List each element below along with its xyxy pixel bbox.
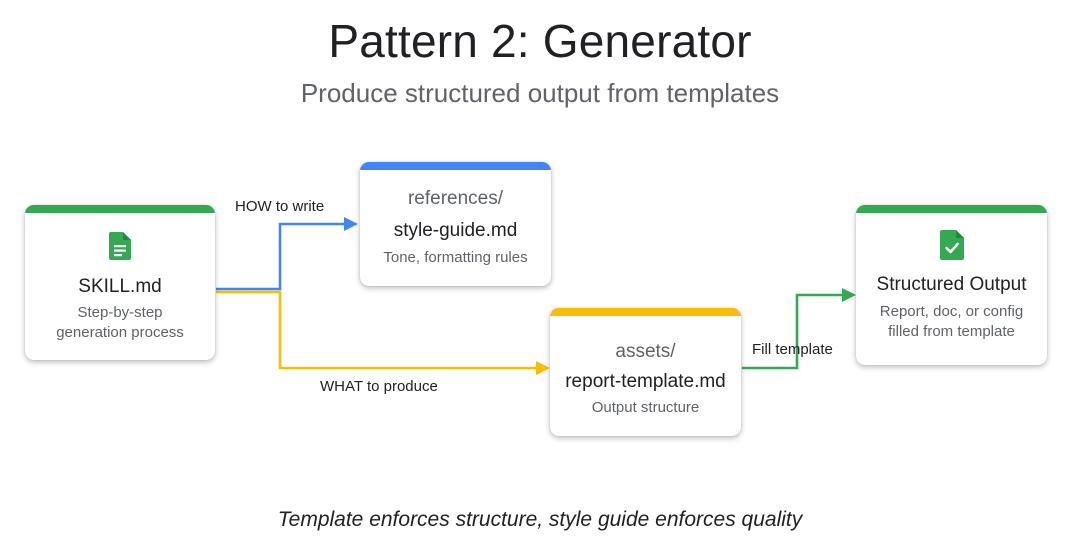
style-guide-card-desc: Tone, formatting rules: [383, 249, 528, 266]
structured-output-card-desc-line1: Report, doc, or config: [879, 303, 1024, 320]
style-guide-card-folder: references/: [407, 188, 504, 209]
structured-output-card: Structured Output Report, doc, or config…: [856, 205, 1047, 365]
structured-output-card-accent-bar: [856, 205, 1047, 213]
fill-template-arrow-line: [742, 293, 842, 370]
report-template-card: assets/ report-template.md Output struct…: [550, 308, 741, 436]
style-guide-card-accent-bar: [360, 162, 551, 170]
style-guide-card-name: style-guide.md: [393, 220, 518, 241]
how-to-write-arrow-line: [216, 222, 344, 291]
diagram-footer: Template enforces structure, style guide…: [277, 508, 803, 531]
diagram-title: Pattern 2: Generator: [328, 15, 752, 67]
document-icon: [109, 232, 131, 260]
skill-card-desc-line1: Step-by-step: [77, 304, 163, 321]
skill-card-name: SKILL.md: [78, 276, 162, 297]
how-to-write-arrowhead: [344, 217, 358, 231]
what-to-produce-arrow-line: [216, 290, 536, 370]
fill-template-arrowhead: [842, 288, 856, 302]
structured-output-card-desc-line2: filled from template: [888, 323, 1015, 340]
what-to-produce-arrowhead: [536, 361, 550, 375]
how-to-write-label: HOW to write: [235, 198, 325, 215]
skill-card: SKILL.md Step-by-step generation process: [25, 205, 215, 360]
structured-output-card-name: Structured Output: [876, 274, 1027, 295]
style-guide-card: references/ style-guide.md Tone, formatt…: [360, 162, 551, 286]
report-template-card-accent-bar: [550, 308, 741, 316]
document-check-icon: [939, 230, 964, 260]
report-template-card-folder: assets/: [615, 341, 676, 362]
fill-template-label: Fill template: [752, 341, 833, 358]
diagram-subtitle: Produce structured output from templates: [300, 78, 780, 108]
what-to-produce-label: WHAT to produce: [320, 378, 438, 395]
report-template-card-name: report-template.md: [565, 371, 726, 392]
report-template-card-desc: Output structure: [591, 399, 700, 416]
skill-card-desc-line2: generation process: [56, 324, 184, 341]
skill-card-accent-bar: [25, 205, 215, 213]
